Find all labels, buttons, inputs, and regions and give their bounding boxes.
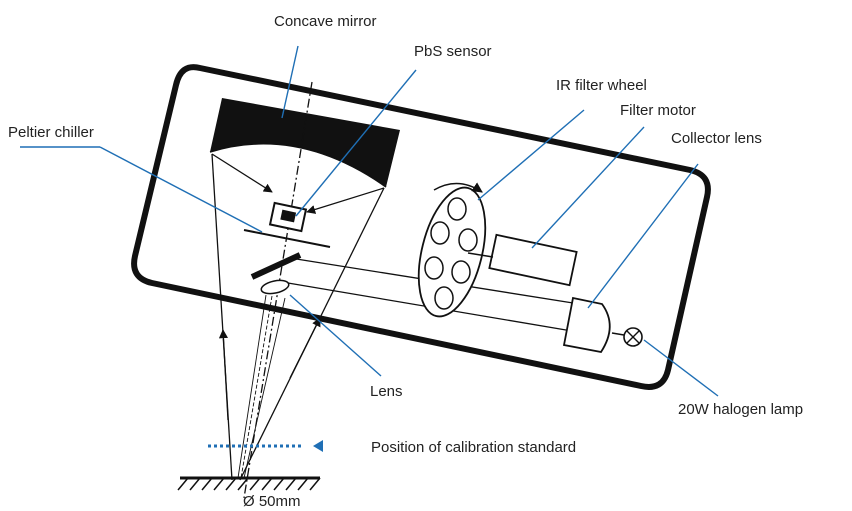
peltier-plate xyxy=(243,229,331,248)
filter-hole xyxy=(430,221,450,245)
filter-hole xyxy=(434,286,454,310)
leader-filter-motor xyxy=(531,126,645,249)
leader-pbs-sensor xyxy=(295,69,417,217)
leader-halogen-lamp xyxy=(643,339,719,397)
filter-hole xyxy=(451,260,471,284)
label-filter-motor: Filter motor xyxy=(620,102,696,119)
label-concave-mirror: Concave mirror xyxy=(274,13,377,30)
ray-mirror-left xyxy=(211,153,273,193)
illum-ray-3 xyxy=(240,295,273,479)
collector-lens xyxy=(562,296,611,353)
ray-right-arrow xyxy=(289,317,321,379)
ir-filter-wheel xyxy=(417,186,487,318)
illum-ray-2 xyxy=(243,297,286,479)
label-calibration-position: Position of calibration standard xyxy=(371,439,576,456)
ray-left xyxy=(211,153,233,481)
leader-concave-mirror xyxy=(281,45,299,119)
leader-lens xyxy=(289,294,382,377)
leader-ir-filter-wheel xyxy=(477,109,585,201)
calibration-marker xyxy=(313,440,323,452)
label-ir-filter-wheel: IR filter wheel xyxy=(556,77,647,94)
rotation-arrow xyxy=(433,182,483,193)
ray-mirror-right xyxy=(306,187,385,214)
label-collector-lens: Collector lens xyxy=(671,130,762,147)
mirror-arc xyxy=(209,143,387,188)
label-lens: Lens xyxy=(370,383,403,400)
filter-hole xyxy=(447,197,467,221)
ray-left-arrow xyxy=(218,329,229,421)
lamp-cross-2 xyxy=(626,330,640,344)
leader-lines xyxy=(20,45,719,397)
small-lens xyxy=(260,279,290,295)
illum-ray-1 xyxy=(237,294,267,479)
leader-collector-lens xyxy=(587,163,699,309)
surface-hatching xyxy=(177,477,321,491)
filter-motor xyxy=(488,233,578,287)
lamp-lead xyxy=(611,332,625,336)
pbs-sensor-element xyxy=(280,209,297,223)
leader-peltier-chiller-2 xyxy=(99,146,263,233)
filter-hole xyxy=(424,256,444,280)
label-spot-diameter: Ø 50mm xyxy=(243,493,301,510)
instrument-housing xyxy=(131,64,711,390)
filter-hole xyxy=(458,228,478,252)
label-peltier-chiller: Peltier chiller xyxy=(8,124,94,141)
concave-mirror xyxy=(210,98,400,187)
label-pbs-sensor: PbS sensor xyxy=(414,43,492,60)
motor-shaft xyxy=(467,252,494,258)
label-halogen-lamp: 20W halogen lamp xyxy=(678,401,803,418)
